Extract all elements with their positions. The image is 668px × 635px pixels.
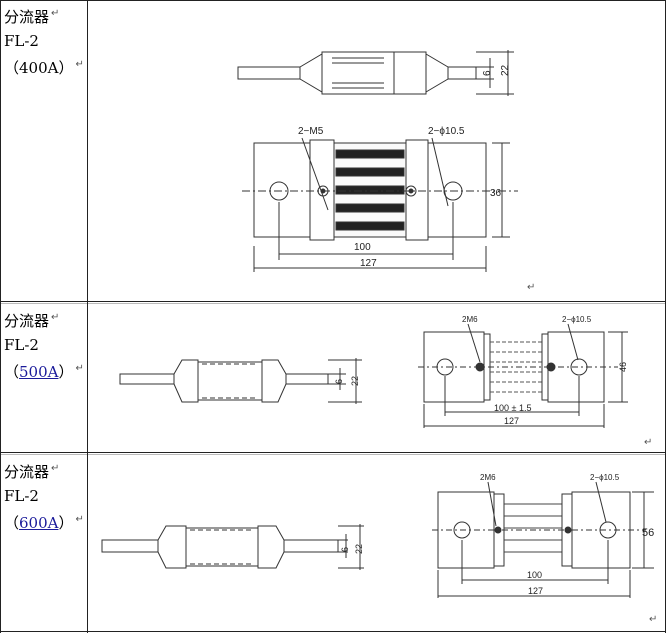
current-rating-link[interactable]: 600A xyxy=(19,514,59,532)
row-label-cell: 分流器↵ FL-2 （500A）↵ xyxy=(4,306,84,384)
paragraph-mark: ↵ xyxy=(75,363,84,374)
hole-note: 2−ϕ10.5 xyxy=(590,473,620,482)
shunt-taper-right xyxy=(425,53,449,93)
dim-thickness: 6 xyxy=(340,547,350,552)
model-number: FL-2 xyxy=(4,336,39,354)
bracket-close: ） xyxy=(58,59,74,77)
shunt-top-view-600a: 2M6 2−ϕ10.5 56 100 127 xyxy=(432,473,654,598)
product-name: 分流器 xyxy=(4,8,50,26)
product-name: 分流器 xyxy=(4,312,50,330)
row-divider xyxy=(0,452,666,453)
dim-height: 46 xyxy=(618,362,628,372)
shunt-block-right xyxy=(393,51,427,95)
shunt-top-block-left xyxy=(253,142,311,238)
dim-inner: 100 xyxy=(527,570,542,580)
dim-thickness: 6 xyxy=(334,379,344,384)
table-border-top xyxy=(0,0,666,1)
row-divider-double xyxy=(0,303,666,304)
model-number: FL-2 xyxy=(4,487,39,505)
dim-inner: 100 xyxy=(354,242,371,253)
paragraph-mark: ↵ xyxy=(527,282,536,293)
row-divider-double xyxy=(0,454,666,455)
model-number: FL-2 xyxy=(4,32,39,50)
dim-width: 22 xyxy=(500,64,511,76)
bracket-open: （ xyxy=(4,514,20,532)
current-rating-link[interactable]: 500A xyxy=(19,363,59,381)
dim-height: 56 xyxy=(642,527,654,539)
shunt-drawing-400a: 6 22 2−M5 2−ϕ10.5 36 100 127 xyxy=(237,50,518,272)
dim-width: 22 xyxy=(350,376,360,386)
shunt-side-view-600a: 6 22 xyxy=(101,524,364,570)
shunt-terminal-left xyxy=(237,66,301,80)
row-label-cell: 分流器↵ FL-2 （400A）↵ xyxy=(4,2,84,80)
table-border-bottom xyxy=(0,631,666,632)
paragraph-mark: ↵ xyxy=(51,463,60,474)
bracket-open: （ xyxy=(4,363,20,381)
column-divider xyxy=(87,0,88,633)
bracket-open: （ xyxy=(4,59,20,77)
shunt-side-view-500a: 6 22 xyxy=(119,358,362,404)
row-label-cell: 分流器↵ FL-2 （600A）↵ xyxy=(4,457,84,535)
screw-note: 2M6 xyxy=(480,473,496,482)
dim-total: 127 xyxy=(528,586,543,596)
paragraph-mark: ↵ xyxy=(75,59,84,70)
paragraph-mark: ↵ xyxy=(75,514,84,525)
row-divider xyxy=(0,301,666,302)
hole-note: 2−ϕ10.5 xyxy=(428,126,465,137)
paragraph-mark: ↵ xyxy=(644,437,653,448)
dim-total: 127 xyxy=(360,258,377,269)
shunt-top-block-right xyxy=(427,142,487,238)
paragraph-mark: ↵ xyxy=(51,8,60,19)
dim-height: 36 xyxy=(490,188,502,199)
hole-note: 2−ϕ10.5 xyxy=(562,315,592,324)
dim-total: 127 xyxy=(504,416,519,426)
dim-inner: 100 ± 1.5 xyxy=(494,403,531,413)
dim-thickness: 6 xyxy=(482,70,493,76)
bracket-close: ） xyxy=(58,363,74,381)
paragraph-mark: ↵ xyxy=(51,312,60,323)
dim-width: 22 xyxy=(354,544,364,554)
shunt-top-view-500a: 2M6 2−ϕ10.5 46 100 ± 1.5 127 xyxy=(418,315,628,428)
current-rating: 400A xyxy=(19,59,59,77)
table-border-right xyxy=(665,0,666,633)
screw-note: 2−M5 xyxy=(298,126,324,137)
product-name: 分流器 xyxy=(4,463,50,481)
screw-note: 2M6 xyxy=(462,315,478,324)
paragraph-mark: ↵ xyxy=(649,614,658,625)
table-border-left xyxy=(0,0,1,633)
shunt-taper-left xyxy=(299,53,323,93)
bracket-close: ） xyxy=(58,514,74,532)
